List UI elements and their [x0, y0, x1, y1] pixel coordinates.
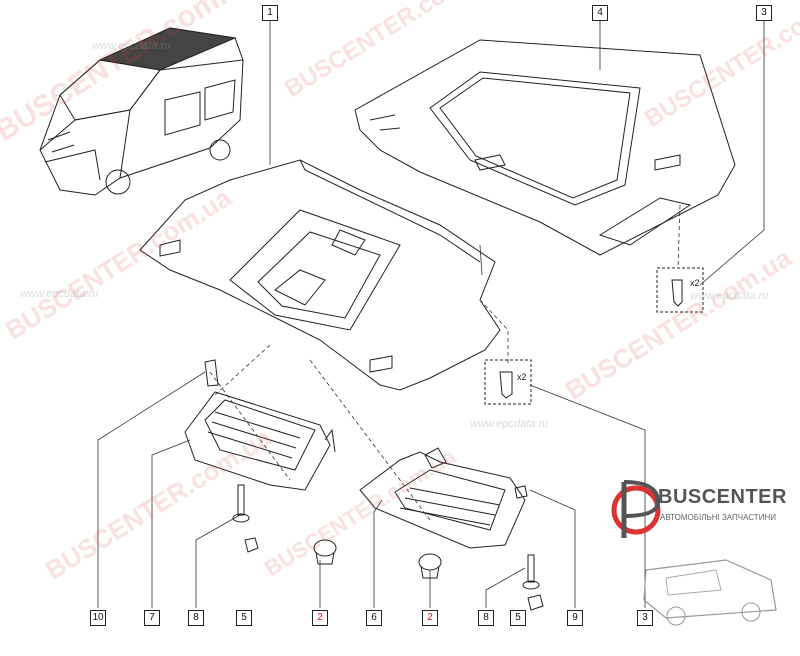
- callout-3: 3: [637, 610, 653, 626]
- callout-9: 9: [567, 610, 583, 626]
- logo-tagline: АВТОМОБІЛЬНІ ЗАПЧАСТИНИ: [660, 513, 776, 522]
- callout-3: 3: [756, 5, 772, 21]
- callout-10: 10: [90, 610, 106, 626]
- callout-1: 1: [262, 5, 278, 21]
- van-illustration: [39, 27, 244, 196]
- callout-5: 5: [510, 610, 526, 626]
- part-1-headliner: [139, 159, 501, 391]
- quantity-label: x2: [517, 372, 527, 382]
- callout-2: 2: [312, 610, 328, 626]
- fasteners: [204, 267, 704, 611]
- callout-4: 4: [592, 5, 608, 21]
- callout-8: 8: [188, 610, 204, 626]
- callout-6: 6: [366, 610, 382, 626]
- callout-7: 7: [144, 610, 160, 626]
- part-4-roof-lining: [354, 39, 736, 256]
- callout-2: 2: [422, 610, 438, 626]
- logo-brand-text: BUSCENTER: [658, 486, 787, 508]
- callout-5: 5: [236, 610, 252, 626]
- part-7-left-tray: [184, 391, 336, 491]
- part-6-right-tray: [359, 447, 526, 549]
- leader-lines: [97, 20, 765, 608]
- quantity-label: x2: [690, 278, 700, 288]
- buscenter-logo: BUSCENTER АВТОМОБІЛЬНІ ЗАПЧАСТИНИ: [606, 460, 798, 650]
- logo-emblem: [611, 480, 777, 626]
- callout-8: 8: [478, 610, 494, 626]
